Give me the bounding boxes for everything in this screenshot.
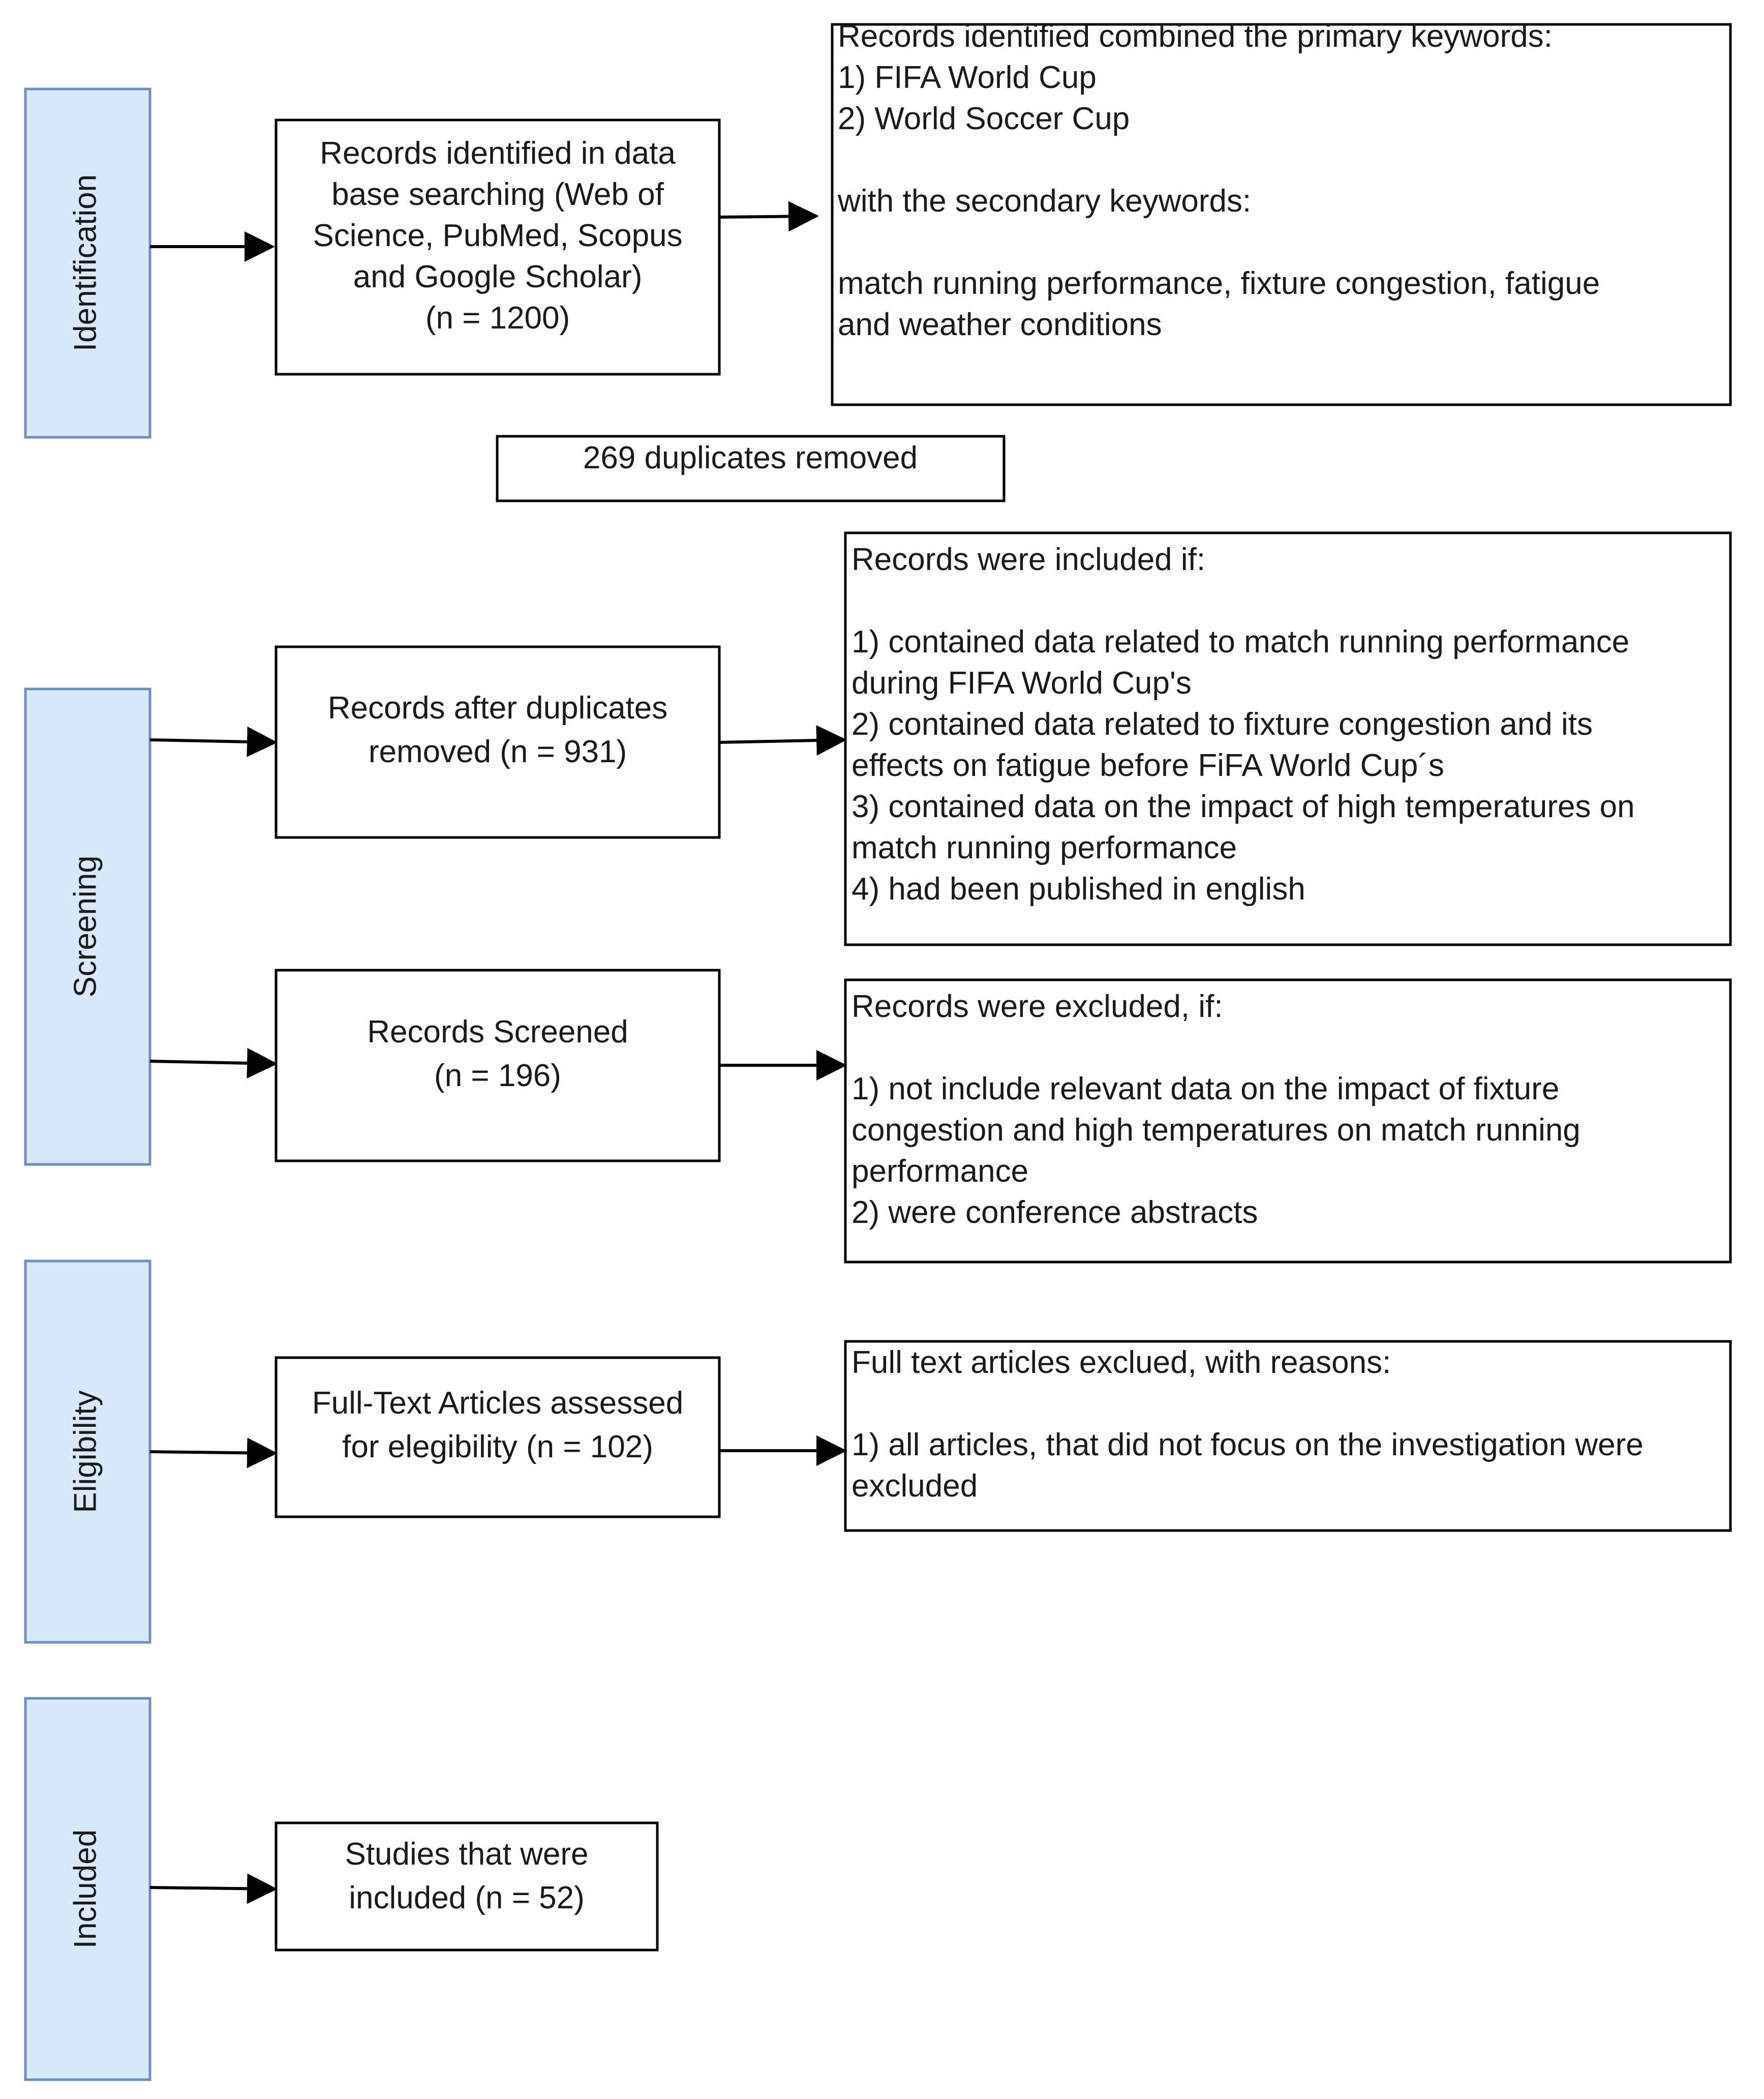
box-line: removed (n = 931)	[369, 734, 627, 769]
arrow-screening-to-screened	[149, 1047, 278, 1078]
phase-label-screening: Screening	[68, 855, 103, 997]
box-line: 1) not include relevant data on the impa…	[851, 1071, 1559, 1106]
box-line: Records after duplicates	[328, 691, 668, 726]
box-text-exclusion-criteria: Records were excluded, if: 1) not includ…	[851, 989, 1580, 1230]
box-inclusion-criteria: Records were included if: 1) contained d…	[844, 531, 1732, 946]
phase-included: Included	[24, 1697, 151, 2081]
box-line	[851, 583, 860, 618]
phase-label-included: Included	[68, 1830, 103, 1948]
box-line: Records Screened	[367, 1014, 628, 1050]
box-line: 3) contained data on the impact of high …	[851, 789, 1635, 824]
box-text-full-text-excluded: Full text articles exclued, with reasons…	[851, 1345, 1644, 1504]
box-text-records-identified: Records identified in data base searching…	[313, 136, 682, 336]
box-line: (n = 1200)	[425, 301, 570, 336]
box-line	[851, 1386, 860, 1421]
phase-label-identification: Identification	[68, 174, 103, 351]
box-line: match running performance, fixture conge…	[838, 266, 1600, 301]
box-line: (n = 196)	[434, 1058, 561, 1093]
box-text-after-duplicates: Records after duplicates removed (n = 931…	[328, 691, 668, 769]
box-records-identified: Records identified in data base searching…	[275, 118, 721, 376]
box-line: base searching (Web of	[331, 177, 664, 212]
box-line: Records identified in data	[320, 136, 676, 171]
box-line: with the secondary keywords:	[837, 184, 1251, 219]
box-line: Records were excluded, if:	[851, 989, 1223, 1024]
box-line: effects on fatigue before FiFA World Cup…	[851, 748, 1444, 783]
box-line: 1) contained data related to match runni…	[851, 624, 1629, 659]
arrow-eligibility-to-full-text	[149, 1437, 278, 1468]
phase-identification: Identification	[24, 87, 151, 439]
box-duplicates-removed: 269 duplicates removed	[496, 435, 1006, 502]
box-line: and weather conditions	[838, 307, 1162, 342]
box-text-inclusion-criteria: Records were included if: 1) contained d…	[851, 542, 1635, 907]
box-after-duplicates: Records after duplicates removed (n = 931…	[275, 645, 721, 839]
box-line: and Google Scholar)	[353, 259, 643, 294]
box-studies-included: Studies that were included (n = 52)	[275, 1821, 659, 1952]
box-line	[838, 142, 846, 177]
box-line: 4) had been published in english	[851, 872, 1305, 907]
box-line: match running performance	[851, 830, 1237, 865]
box-exclusion-criteria: Records were excluded, if: 1) not includ…	[844, 978, 1732, 1264]
box-line: 1) all articles, that did not focus on t…	[851, 1427, 1644, 1462]
box-line: Science, PubMed, Scopus	[313, 218, 682, 253]
box-line: 269 duplicates removed	[583, 440, 918, 475]
box-line: 2) World Soccer Cup	[838, 101, 1130, 136]
arrows	[149, 201, 847, 1904]
box-line: excluded	[851, 1468, 978, 1504]
box-line	[851, 1030, 860, 1065]
box-line: Records identified combined the primary …	[838, 19, 1553, 54]
box-line: Full text articles exclued, with reasons…	[851, 1345, 1391, 1380]
box-line: congestion and high temperatures on matc…	[851, 1113, 1580, 1148]
box-line: 1) FIFA World Cup	[838, 60, 1097, 95]
arrow-records-to-keywords	[719, 201, 819, 232]
arrow-screening-to-after-duplicates	[149, 726, 278, 757]
phase-label-eligibility: Eligibility	[68, 1390, 103, 1513]
box-line: 2) were conference abstracts	[851, 1195, 1258, 1230]
box-line: for elegibility (n = 102)	[342, 1429, 653, 1464]
box-text-records-screened: Records Screened (n = 196)	[367, 1014, 628, 1093]
box-full-text-assessed: Full-Text Articles assessed for elegibili…	[275, 1356, 721, 1518]
box-keywords: Records identified combined the primary …	[831, 19, 1732, 406]
arrow-after-duplicates-to-inclusion	[719, 725, 847, 756]
box-line	[838, 225, 846, 260]
box-line: during FIFA World Cup's	[851, 666, 1192, 701]
arrow-included-to-studies	[149, 1873, 278, 1904]
box-text-full-text-assessed: Full-Text Articles assessed for elegibili…	[312, 1386, 683, 1464]
phase-screening: Screening	[24, 687, 151, 1166]
box-text-studies-included: Studies that were included (n = 52)	[345, 1837, 588, 1915]
box-text-keywords: Records identified combined the primary …	[837, 19, 1600, 342]
box-line: 2) contained data related to fixture con…	[851, 707, 1593, 742]
box-line: included (n = 52)	[349, 1880, 585, 1915]
box-line: Full-Text Articles assessed	[312, 1386, 683, 1421]
box-line: Studies that were	[345, 1837, 588, 1872]
box-records-screened: Records Screened (n = 196)	[275, 969, 721, 1162]
box-line: Records were included if:	[851, 542, 1205, 577]
box-text-duplicates-removed: 269 duplicates removed	[583, 440, 918, 475]
box-line: performance	[851, 1154, 1028, 1189]
box-full-text-excluded: Full text articles exclued, with reasons…	[844, 1340, 1732, 1532]
phase-eligibility: Eligibility	[24, 1260, 151, 1644]
